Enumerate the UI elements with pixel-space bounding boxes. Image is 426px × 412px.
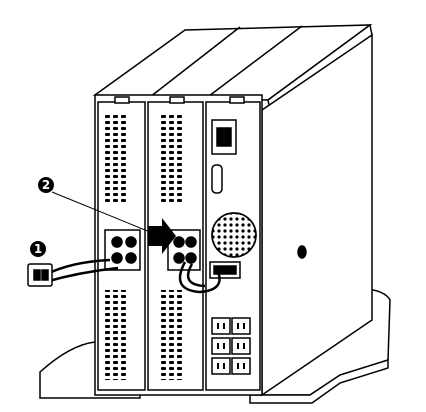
battery-plug[interactable] (27, 263, 53, 287)
arrow-icon (148, 218, 176, 254)
power-outlet-icon (211, 317, 251, 375)
callout-2-leader (51, 191, 151, 233)
battery-connector-icon[interactable] (104, 229, 141, 271)
electronics-module (205, 96, 261, 391)
inter-module-cable (178, 261, 221, 294)
fan-grille-icon (211, 212, 257, 258)
ups-rear-face (94, 94, 263, 396)
callout-1-label: 1 (34, 242, 42, 256)
ups-side-panel (261, 33, 373, 397)
callout-2: 2 (38, 177, 54, 193)
callout-2-label: 2 (42, 178, 50, 192)
callout-1: 1 (30, 241, 46, 257)
battery-module-1 (97, 96, 146, 391)
